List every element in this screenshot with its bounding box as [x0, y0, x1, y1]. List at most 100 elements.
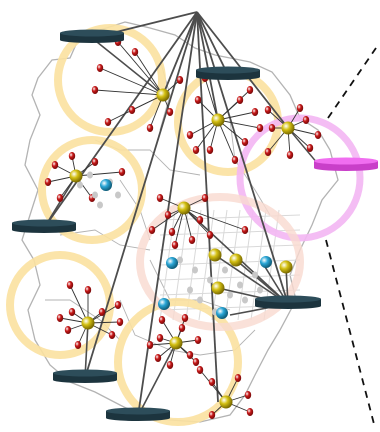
highlight-base-station: [314, 157, 378, 171]
sensor-node: [264, 106, 272, 114]
sensor-node: [68, 152, 76, 160]
base-station: [12, 219, 76, 233]
sensor-node: [44, 178, 52, 186]
trunk-link-4: [43, 11, 198, 229]
street-line: [159, 274, 301, 281]
sensor-node: [268, 124, 276, 132]
gray-node: [115, 191, 121, 199]
coverage-zones: [6, 24, 364, 426]
coverage-ring: [114, 298, 242, 426]
sensor-node: [51, 161, 59, 169]
sensor-node: [56, 194, 64, 202]
gray-node: [192, 266, 198, 274]
gray-node: [222, 266, 228, 274]
hub-node: [279, 260, 293, 274]
station-link-2: [137, 342, 177, 417]
gray-node: [92, 191, 98, 199]
cluster-link: [75, 171, 123, 177]
sensor-node: [146, 124, 154, 132]
sensor-node: [178, 324, 186, 332]
sensor-node: [208, 378, 216, 386]
zoom-guide-bottom: [325, 239, 375, 425]
gray-node: [177, 256, 183, 264]
sensor-node: [186, 351, 194, 359]
base-stations: [12, 29, 378, 421]
sensor-node: [194, 96, 202, 104]
cluster-link: [117, 41, 164, 96]
sensor-node: [296, 104, 304, 112]
cluster-link: [217, 119, 261, 129]
central-coverage-ring: [136, 193, 304, 331]
hub-node: [229, 253, 243, 267]
hub-node: [219, 395, 233, 409]
base-station: [53, 369, 117, 383]
sensor-node: [158, 316, 166, 324]
sensor-node: [241, 226, 249, 234]
sensor-node: [164, 211, 172, 219]
sensor-node: [208, 411, 216, 419]
sensor-node: [194, 336, 202, 344]
sensor-node: [264, 148, 272, 156]
highlight-station-link: [287, 127, 319, 165]
gray-node: [97, 201, 103, 209]
sensor-node: [91, 158, 99, 166]
gray-node: [197, 296, 203, 304]
sensor-node: [286, 151, 294, 159]
cluster-link: [94, 89, 164, 96]
sensor-node: [186, 131, 194, 139]
cluster-link: [183, 207, 246, 231]
dashed-zoom-guides: [325, 47, 377, 425]
sensor-node: [98, 308, 106, 316]
zoom-guide-top: [327, 47, 377, 119]
sensor-node: [251, 108, 259, 116]
hub-node: [69, 169, 83, 183]
base-station: [255, 295, 321, 309]
sensor-node: [192, 358, 200, 366]
sensor-node: [118, 168, 126, 176]
sensor-node: [146, 341, 154, 349]
sensor-node: [244, 391, 252, 399]
sensor-node: [166, 108, 174, 116]
relay-node: [166, 257, 178, 269]
cluster-link: [204, 77, 219, 121]
coverage-ring: [6, 251, 114, 359]
sensor-node: [196, 366, 204, 374]
cluster-link: [134, 51, 164, 96]
sensor-node: [176, 76, 184, 84]
sensor-node: [68, 308, 76, 316]
sensor-node: [236, 96, 244, 104]
sensor-node: [168, 228, 176, 236]
sensor-node: [206, 231, 214, 239]
sensor-node: [56, 314, 64, 322]
station-link-1: [84, 322, 89, 379]
sensor-node: [128, 106, 136, 114]
sensor-node: [148, 226, 156, 234]
sensor-node: [256, 124, 264, 132]
sensor-node: [246, 86, 254, 94]
relay-node: [158, 298, 170, 310]
sensor-node: [156, 334, 164, 342]
hub-node: [281, 121, 295, 135]
station-link-10: [91, 37, 164, 96]
sensor-node: [154, 354, 162, 362]
sensor-node: [306, 144, 314, 152]
relay-node: [216, 307, 228, 319]
hub-node: [169, 336, 183, 350]
sensor-node: [234, 374, 242, 382]
cluster-link: [199, 369, 227, 403]
cluster-link: [99, 67, 164, 96]
sensor-node: [74, 341, 82, 349]
sensor-node: [196, 216, 204, 224]
base-station: [196, 66, 260, 80]
gray-node: [237, 281, 243, 289]
trunk-link-1: [162, 11, 198, 96]
base-station: [106, 407, 170, 421]
trunk-link-9: [196, 11, 229, 76]
sensor-node: [64, 326, 72, 334]
district-border-3: [119, 299, 201, 356]
sensor-node: [188, 236, 196, 244]
hub-node: [211, 113, 225, 127]
sensor-node: [104, 118, 112, 126]
cluster-link: [217, 119, 236, 161]
